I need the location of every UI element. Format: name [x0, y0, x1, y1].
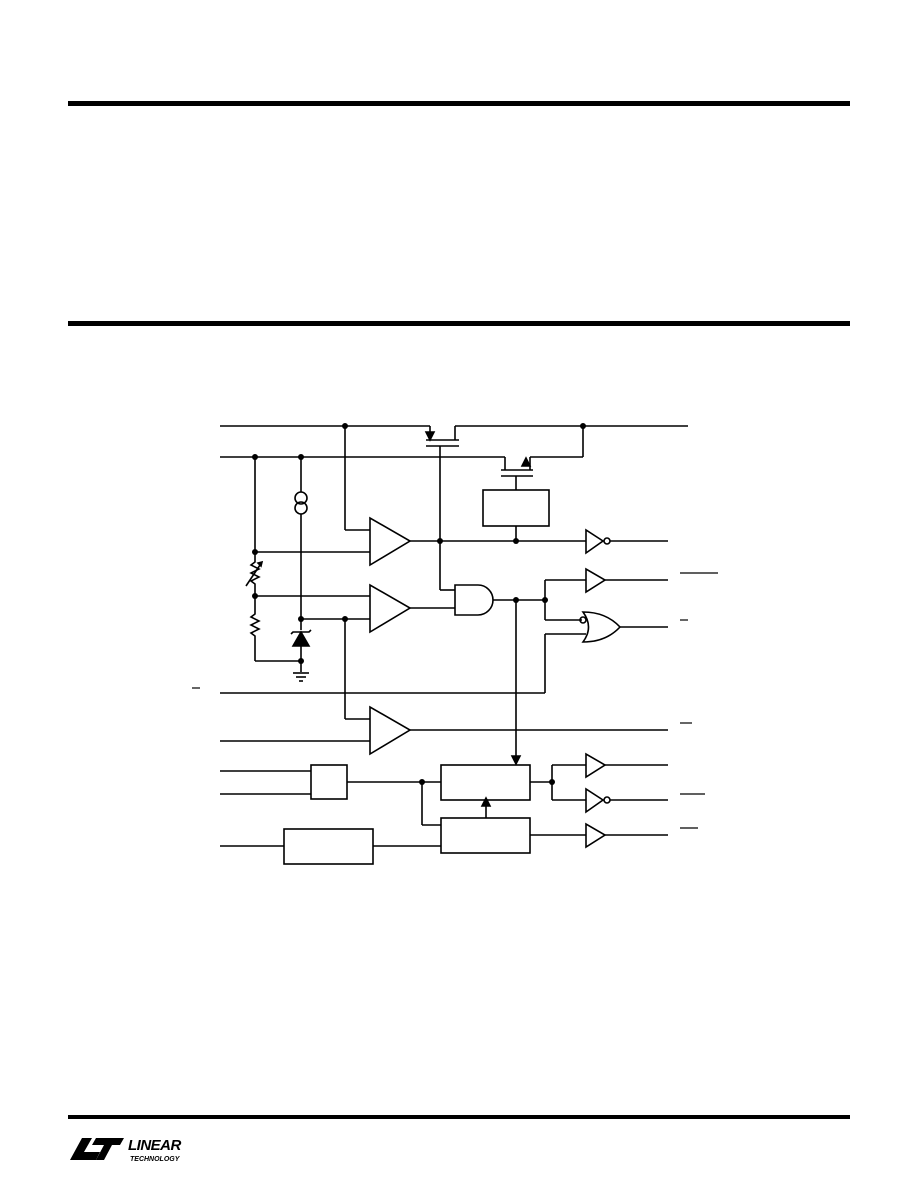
zener-diode-icon — [290, 629, 312, 647]
and-gate — [454, 584, 494, 616]
power-line-second — [220, 426, 584, 458]
or-gate — [579, 611, 668, 643]
pass-transistor-second — [501, 456, 533, 490]
inverter-1 — [585, 528, 668, 555]
pass-transistor-top — [424, 426, 459, 590]
current-source-icon — [294, 491, 308, 515]
resistor-icon — [249, 596, 261, 661]
lt-logo-icon: LINEAR TECHNOLOGY — [70, 1137, 182, 1163]
top-section-rule — [68, 101, 850, 106]
ground-icon — [293, 672, 309, 682]
control-block — [482, 489, 550, 527]
logic-block-lower — [440, 817, 531, 854]
buffer-3 — [585, 822, 668, 849]
logo-text-top: LINEAR — [128, 1137, 182, 1154]
logic-block-upper — [440, 764, 531, 801]
footer-rule — [68, 1115, 850, 1119]
buffer-1 — [585, 567, 668, 594]
comparator-3 — [369, 705, 412, 756]
variable-resistor-icon — [245, 552, 264, 596]
mid-section-rule — [68, 321, 850, 326]
inverter-2 — [585, 787, 668, 814]
input-block — [310, 764, 348, 800]
junction-dots — [252, 423, 586, 785]
timer-block — [283, 828, 374, 865]
logo-text-bottom: TECHNOLOGY — [130, 1156, 181, 1163]
comparator-2 — [369, 583, 412, 634]
comparator-1 — [369, 516, 412, 567]
buffer-2 — [585, 752, 668, 779]
